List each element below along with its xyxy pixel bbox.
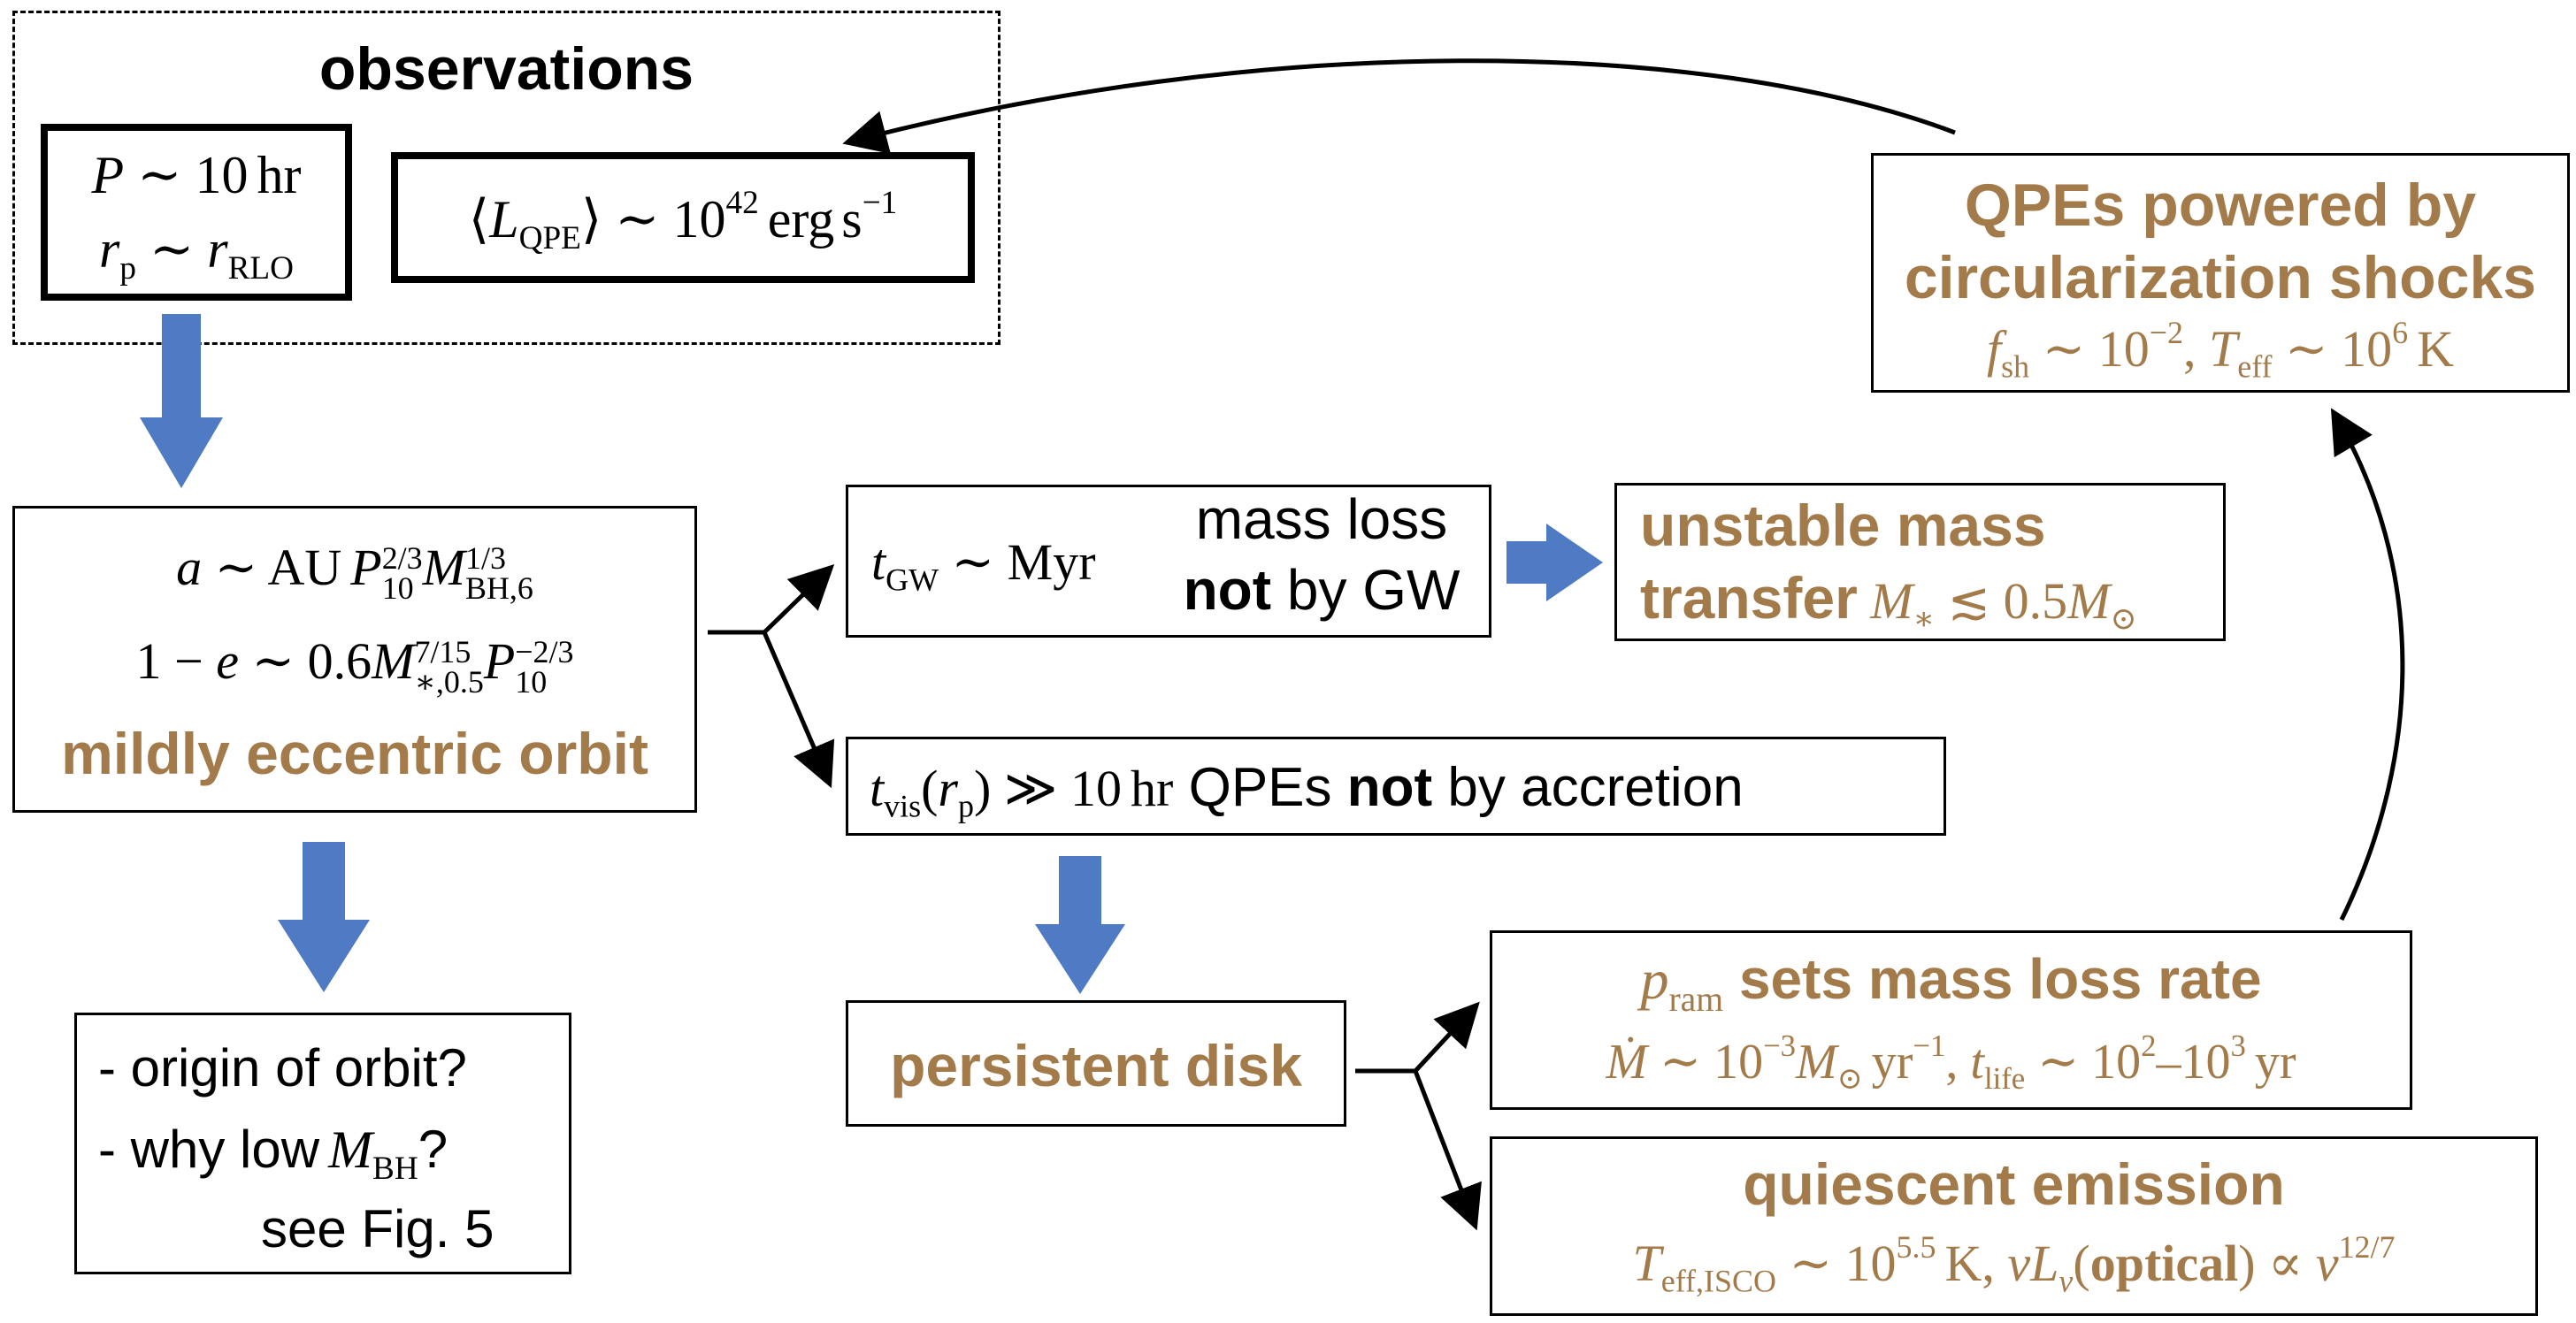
question-origin: - origin of orbit? — [98, 1038, 467, 1097]
ram-title: pram sets mass loss rate — [1640, 947, 2262, 1019]
question-low-mass-suffix: ? — [418, 1120, 448, 1179]
unstable-transfer-word: transfer — [1640, 565, 1858, 631]
gw-not-word: not — [1183, 558, 1272, 622]
qpe-line1: QPEs powered by — [1964, 172, 2477, 239]
viscous-not: not — [1346, 757, 1433, 818]
ram-box: pram sets mass loss rate Ṁ ∼ 10−3M⊙yr−1,… — [1490, 930, 2412, 1110]
gw-box: tGW ∼ Myr mass loss not by GW — [846, 485, 1491, 638]
see-fig-5: see Fig. 5 — [261, 1199, 494, 1258]
ram-title-text: sets mass loss rate — [1738, 947, 2262, 1011]
observations-group — [12, 11, 1000, 345]
quiescent-title: quiescent emission — [1743, 1151, 2285, 1217]
unstable-condition: transfer M∗ ≲ 0.5M⊙ — [1640, 565, 2137, 637]
question-low-mass-prefix: - why low — [98, 1120, 320, 1179]
unstable-box: unstable mass transfer M∗ ≲ 0.5M⊙ — [1614, 483, 2226, 641]
curve-to-observations — [842, 58, 1956, 155]
qpe-line2: circularization shocks — [1904, 244, 2537, 311]
gw-timescale: tGW ∼ Myr — [871, 533, 1096, 598]
gw-not-by-gw: not by GW — [1149, 562, 1494, 618]
orbit-branch — [708, 564, 835, 789]
disk-box: persistent disk — [846, 1000, 1346, 1127]
disk-label: persistent disk — [890, 1033, 1302, 1098]
viscous-qpes: QPEs — [1188, 757, 1332, 818]
blue-arrow-gw-to-unstable — [1506, 524, 1603, 601]
gw-mass-loss: mass loss — [1195, 487, 1448, 551]
viscous-by-accretion: by accretion — [1447, 757, 1744, 818]
blue-arrow-orbit-to-questions — [278, 842, 370, 992]
observations-title: observations — [318, 35, 694, 103]
unstable-title: unstable mass — [1640, 493, 2046, 558]
disk-branch — [1355, 1001, 1482, 1231]
pericenter-formula: rp ∼ rRLO — [99, 220, 294, 287]
qpe-box: QPEs powered by circularization shocks f… — [1871, 153, 2570, 393]
blue-arrow-viscous-to-disk — [1035, 856, 1125, 994]
curve-to-qpe-box — [2330, 408, 2405, 922]
orbit-label: mildly eccentric orbit — [61, 721, 648, 786]
gw-by-gw: by GW — [1286, 558, 1460, 622]
